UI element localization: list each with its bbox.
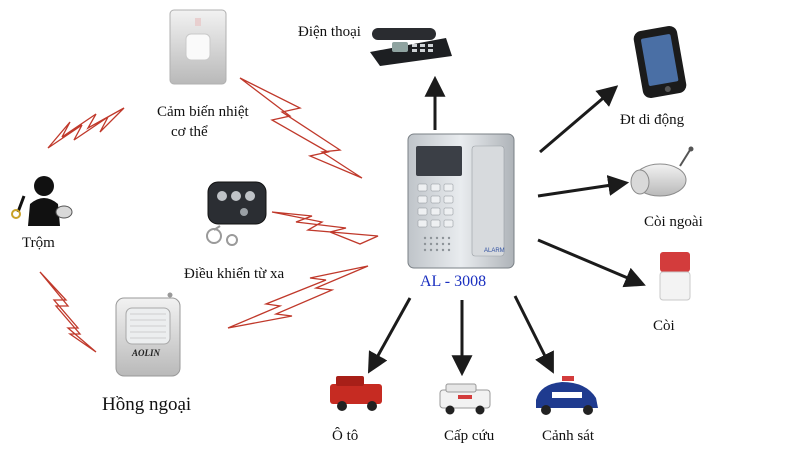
police-car-icon [536,376,598,415]
wireless-link-thief-heat [47,107,125,149]
ambulance-icon [439,383,491,415]
arrow-to-car [367,297,412,374]
mobile-phone-icon [633,25,687,99]
police-label: Cảnh sát [542,428,595,444]
alarm-panel-icon [407,133,515,269]
arrow-to-mobile [539,85,619,154]
thief-icon [11,176,73,226]
thief-label: Trộm [22,235,55,251]
infrared-brand-label: AOLIN [132,348,161,358]
car-label: Ô tô [332,428,359,444]
infrared-label: Hồng ngoại [102,394,192,415]
remote-label: Điều khiển từ xa [184,266,285,282]
wireless-link-infrared-center [227,265,369,329]
center-device-label: AL - 3008 [420,273,487,290]
remote-icon [206,181,267,246]
output-arrows [367,75,646,377]
phone-label: Điện thoại [298,24,361,40]
wireless-link-thief-infrared [39,271,97,353]
outdoor-siren-label: Còi ngoài [644,214,703,230]
ambulance-label: Cấp cứu [444,428,495,444]
heat-sensor-icon [169,9,227,85]
outdoor-siren-icon [630,146,694,197]
panel-brand-label: ALARM [484,248,505,254]
mobile-label: Đt di động [620,112,685,128]
arrow-to-police [513,295,554,374]
heat-sensor-label-line1: Cảm biến nhiệt [157,104,249,120]
siren-label: Còi [653,318,675,334]
desk-phone-icon [370,28,452,66]
infrared-sensor-icon [115,292,181,377]
arrow-to-outdoor-siren [537,175,630,198]
wireless-links [39,77,379,353]
siren-icon [659,252,691,301]
arrow-to-siren [537,238,646,288]
car-icon [330,376,382,411]
wireless-link-heat-center [239,77,363,179]
wireless-link-remote-center [271,211,379,245]
heat-sensor-label-line2: cơ thể [171,124,208,140]
